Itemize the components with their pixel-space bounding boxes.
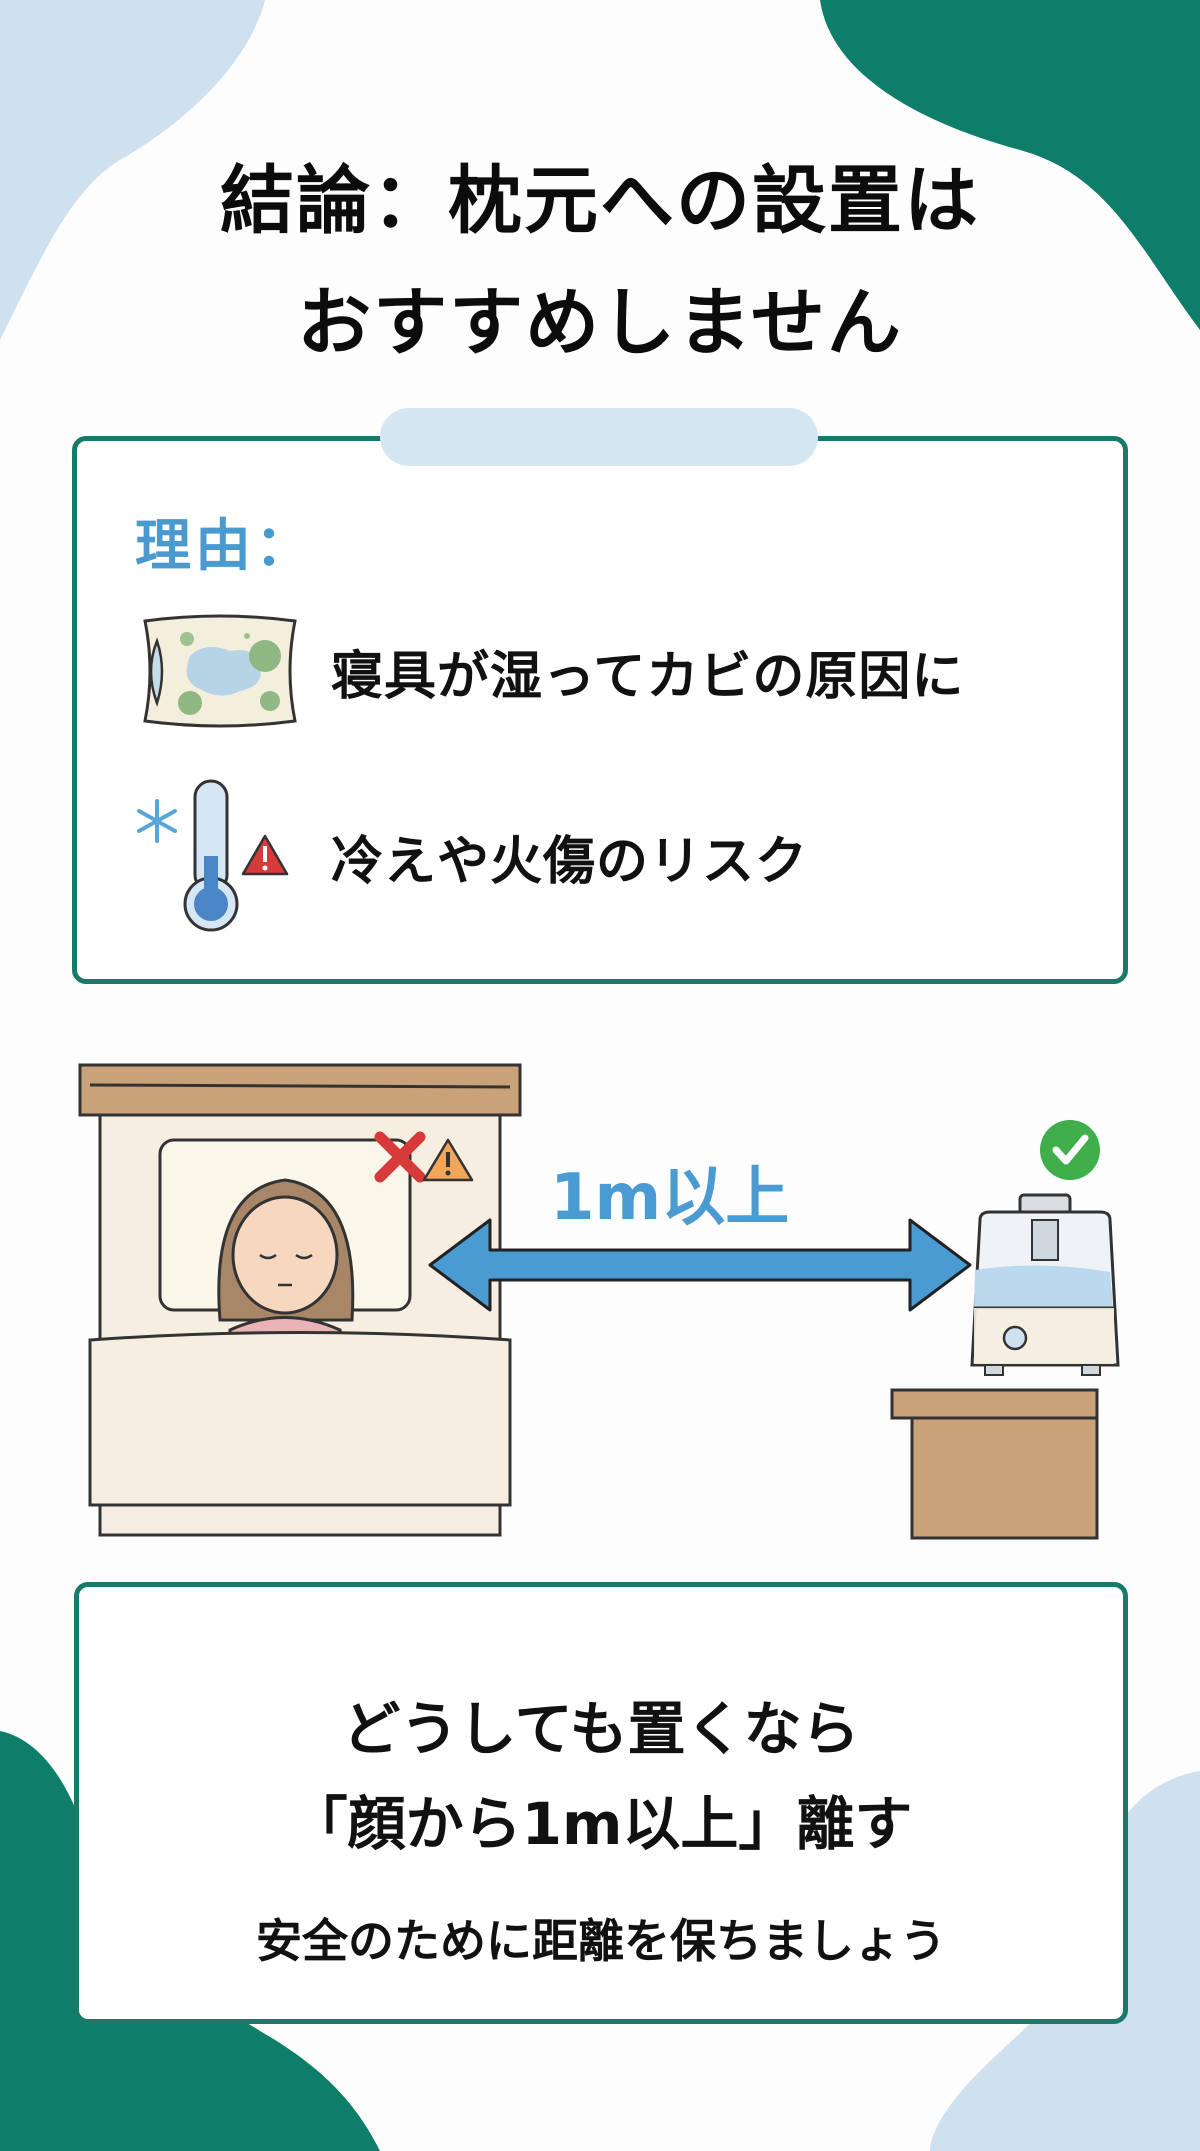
title-line-2: おすすめしません	[297, 280, 903, 366]
advice-subtext: 安全のために距離を保ちましょう	[256, 1914, 946, 1968]
bed-with-sleeping-person	[78, 1063, 522, 1537]
title-line-1: 結論：枕元への設置は	[220, 158, 980, 244]
reason-text-risk: 冷えや火傷のリスク	[331, 831, 809, 892]
advice-line-2: 「顔から1m以上」離す	[289, 1790, 913, 1858]
distance-label: 1m以上	[550, 1161, 790, 1235]
side-table	[890, 1388, 1099, 1540]
moldy-pillow-icon	[143, 614, 297, 728]
reasons-card: 理由： 寝具が湿ってカビの原因に	[72, 436, 1128, 984]
humidifier-icon	[970, 1193, 1120, 1376]
green-check-icon	[1040, 1120, 1100, 1180]
advice-card: どうしても置くなら 「顔から1m以上」離す 安全のために距離を保ちましょう	[74, 1582, 1128, 2024]
double-arrow-icon	[428, 1218, 972, 1312]
snowflake-icon	[137, 799, 177, 843]
reasons-label: 理由：	[135, 514, 315, 579]
distance-illustration	[78, 1063, 1120, 1540]
warning-triangle-icon	[422, 1138, 474, 1182]
reason-text-mold: 寝具が湿ってカビの原因に	[331, 646, 965, 707]
card-tab-decoration	[380, 408, 818, 466]
top-right-teal-blob	[820, 0, 1200, 330]
bottom-right-blue-blob	[930, 1771, 1200, 2151]
reason-item-mold: 寝具が湿ってカビの原因に	[135, 611, 964, 731]
top-left-blue-blob	[0, 0, 265, 340]
thermometer-cold-warning-icon	[137, 779, 289, 932]
reason-item-risk: 冷えや火傷のリスク	[135, 776, 808, 936]
advice-line-1: どうしても置くなら	[342, 1695, 860, 1763]
bottom-left-teal-blob	[0, 1731, 380, 2151]
red-x-icon	[374, 1131, 426, 1183]
page-title: 結論：枕元への設置は おすすめしません	[0, 140, 1200, 384]
